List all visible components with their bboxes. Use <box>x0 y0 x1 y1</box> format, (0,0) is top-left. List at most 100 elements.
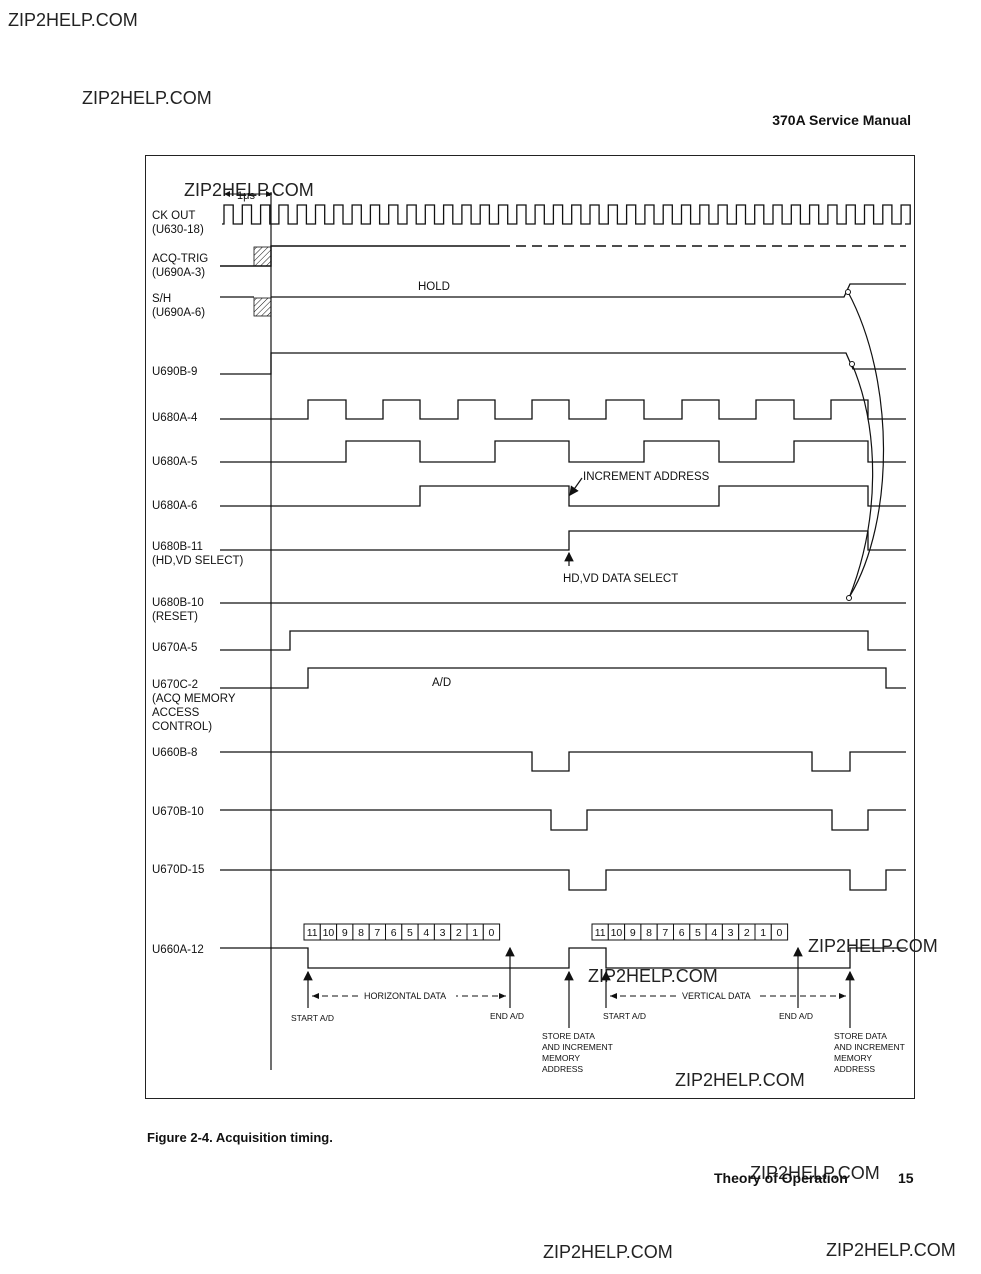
signal-label: U680B-11 <box>152 541 203 553</box>
watermark: ZIP2HELP.COM <box>750 1163 880 1183</box>
bit-label: 9 <box>342 927 348 939</box>
end-ad-label: END A/D <box>779 1011 813 1021</box>
u660b-8-waveform <box>220 751 906 772</box>
u680a-6-waveform <box>220 485 906 507</box>
signal-label: U670D-15 <box>152 864 204 876</box>
u670b-10-waveform <box>220 809 906 831</box>
u670c-2-waveform <box>220 667 906 689</box>
horizontal-data-label: HORIZONTAL DATA <box>364 991 446 1001</box>
watermark: ZIP2HELP.COM <box>8 10 138 30</box>
span-label-bg <box>360 988 456 1002</box>
bit-label: 2 <box>744 927 750 939</box>
bit-label: 8 <box>358 927 364 939</box>
start-ad-label: START A/D <box>603 1011 646 1021</box>
watermark: ZIP2HELP.COM <box>675 1070 805 1090</box>
span-label-bg <box>678 988 760 1002</box>
bit-label: 10 <box>323 927 335 939</box>
signal-label: U660A-12 <box>152 944 204 956</box>
bit-label: 2 <box>456 927 462 939</box>
bit-label: 9 <box>630 927 636 939</box>
signal-label: U680A-4 <box>152 412 198 424</box>
reset-node <box>846 595 852 601</box>
signal-sublabel: (U690A-3) <box>152 267 205 279</box>
signal-label: U690B-9 <box>152 366 197 378</box>
sh-hatch <box>253 297 272 317</box>
u680b-11-waveform <box>220 530 906 551</box>
bit-box <box>770 923 789 941</box>
span-arrowhead <box>312 993 319 999</box>
store-data-line: ADDRESS <box>542 1064 583 1074</box>
signal-label: U670A-5 <box>152 642 197 654</box>
span-arrowhead <box>610 993 617 999</box>
diagram-frame <box>145 155 915 1099</box>
signal-sublabel: (U690A-6) <box>152 307 205 319</box>
signal-label: U680B-10 <box>152 597 204 609</box>
signal-sublabel: (RESET) <box>152 611 198 623</box>
bit-label: 5 <box>695 927 701 939</box>
bit-label: 8 <box>646 927 652 939</box>
bit-label: 4 <box>711 927 717 939</box>
store-data-line: AND INCREMENT <box>834 1042 905 1052</box>
store-data-line: STORE DATA <box>542 1031 595 1041</box>
span-arrowhead <box>839 993 846 999</box>
u690b-9-waveform <box>220 352 906 375</box>
store-data-line: MEMORY <box>834 1053 872 1063</box>
watermark: ZIP2HELP.COM <box>184 180 314 200</box>
end-ad-label: END A/D <box>490 1011 524 1021</box>
signal-sublabel: ACCESS <box>152 707 200 719</box>
reset-node <box>849 361 855 367</box>
time-scale-label: 1μs <box>237 190 255 202</box>
span-arrowhead <box>499 993 506 999</box>
signal-label: U670C-2 <box>152 679 198 691</box>
figure-caption: Figure 2-4. Acquisition timing. <box>147 1130 333 1145</box>
footer-section: Theory of Operation <box>714 1170 848 1186</box>
signal-sublabel: CONTROL) <box>152 721 212 733</box>
u670a-5-waveform <box>220 630 906 651</box>
signal-label: U680A-6 <box>152 500 197 512</box>
bit-label: 3 <box>728 927 734 939</box>
bit-label: 0 <box>777 927 783 939</box>
bit-label: 11 <box>307 927 318 939</box>
bit-label: 11 <box>595 927 606 939</box>
ad-label: A/D <box>432 677 451 689</box>
watermark: ZIP2HELP.COM <box>543 1242 673 1262</box>
bit-label: 1 <box>760 927 766 939</box>
store-data-line: AND INCREMENT <box>542 1042 613 1052</box>
footer-page-number: 15 <box>898 1170 914 1186</box>
store-data-line: MEMORY <box>542 1053 580 1063</box>
bit-box <box>482 923 501 941</box>
reset-curve-outer <box>847 291 885 597</box>
acq-trig-hatch <box>253 246 272 267</box>
bit-label: 7 <box>374 927 380 939</box>
hold-label: HOLD <box>418 281 450 293</box>
ck-out-waveform <box>222 204 911 225</box>
u680a-4-waveform <box>220 399 906 420</box>
hd-vd-data-select-label: HD,VD DATA SELECT <box>563 573 678 585</box>
reset-curve-inner <box>848 363 874 599</box>
signal-label: U680A-5 <box>152 456 197 468</box>
bit-label: 1 <box>472 927 478 939</box>
bit-label: 3 <box>440 927 446 939</box>
start-ad-label: START A/D <box>291 1013 334 1023</box>
sh-waveform <box>220 283 906 298</box>
watermark: ZIP2HELP.COM <box>588 966 718 986</box>
bit-label: 7 <box>662 927 668 939</box>
signal-label: CK OUT <box>152 210 195 222</box>
signal-sublabel: (HD,VD SELECT) <box>152 555 244 567</box>
signal-label: ACQ-TRIG <box>152 253 208 265</box>
watermark: ZIP2HELP.COM <box>808 936 938 956</box>
signal-sublabel: (U630-18) <box>152 224 204 236</box>
increment-address-label: INCREMENT ADDRESS <box>583 471 710 483</box>
signal-label: U670B-10 <box>152 806 204 818</box>
bit-label: 10 <box>611 927 623 939</box>
watermark: ZIP2HELP.COM <box>82 88 212 108</box>
time-scale-arrowhead-left <box>224 191 230 197</box>
u660a-12-waveform <box>220 947 906 969</box>
vertical-data-label: VERTICAL DATA <box>682 991 751 1001</box>
signal-sublabel: (ACQ MEMORY <box>152 693 236 705</box>
